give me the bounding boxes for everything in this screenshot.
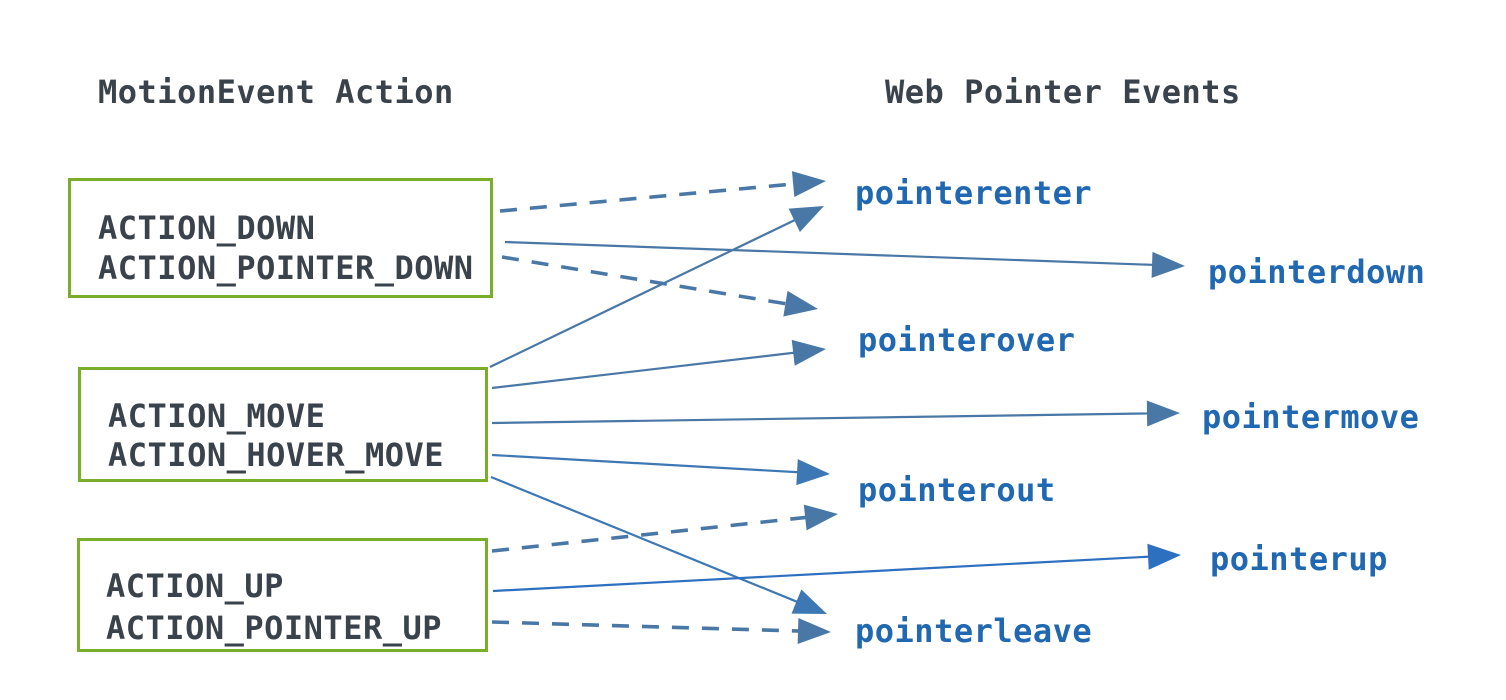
event-label-pointermove: pointermove: [1202, 398, 1420, 436]
action-box-move: ACTION_MOVE ACTION_HOVER_MOVE: [78, 367, 488, 482]
arrowhead-icon-pointerenter: [791, 171, 826, 197]
connector-line-up-pointerup: [492, 555, 1155, 593]
event-label-pointerenter: pointerenter: [855, 174, 1093, 212]
event-label-pointerout: pointerout: [858, 471, 1056, 509]
arrowhead-icon-pointerout: [796, 459, 830, 486]
action-label-action-move: ACTION_MOVE: [108, 397, 326, 435]
event-label-pointerup: pointerup: [1210, 540, 1388, 578]
connector-line-up-pointerout: [491, 515, 812, 553]
arrowhead-icon-pointermove: [1146, 400, 1180, 427]
connector-line-down-pointerdown: [504, 240, 1159, 267]
connector-line-move-pointerleave: [490, 475, 803, 605]
event-label-pointerleave: pointerleave: [855, 612, 1093, 650]
event-label-pointerdown: pointerdown: [1208, 253, 1426, 291]
column-title-web-pointer-events: Web Pointer Events: [885, 73, 1241, 111]
connector-line-move-pointerout: [491, 453, 804, 474]
action-box-down: ACTION_DOWN ACTION_POINTER_DOWN: [68, 178, 493, 298]
connector-line-up-pointerleave: [491, 620, 805, 634]
arrowhead-icon-pointerover: [791, 339, 826, 366]
arrowhead-icon-pointerenter: [788, 206, 824, 233]
column-title-motionevent-action: MotionEvent Action: [98, 73, 454, 111]
arrowhead-icon-pointerover: [783, 290, 818, 317]
connector-line-move-pointerover: [491, 351, 800, 390]
action-label-action-down: ACTION_DOWN: [98, 209, 316, 247]
action-label-action-up: ACTION_UP: [106, 567, 284, 605]
action-label-action-hover-move: ACTION_HOVER_MOVE: [108, 436, 445, 474]
arrowhead-icon-pointerup: [1147, 543, 1181, 570]
event-label-pointerover: pointerover: [858, 321, 1076, 359]
arrowhead-icon-pointerout: [803, 504, 838, 531]
arrowhead-icon-pointerdown: [1151, 251, 1185, 278]
arrowhead-icon-pointerleave: [797, 618, 831, 645]
connector-line-move-pointerenter: [489, 216, 801, 368]
action-label-action-pointer-up: ACTION_POINTER_UP: [106, 609, 443, 647]
connector-line-down-pointerenter: [499, 181, 800, 213]
connector-line-down-pointerover: [501, 255, 792, 307]
action-box-up: ACTION_UP ACTION_POINTER_UP: [77, 538, 488, 652]
action-label-action-pointer-down: ACTION_POINTER_DOWN: [98, 249, 474, 287]
connector-line-move-pointermove: [491, 412, 1154, 425]
arrowhead-icon-pointerleave: [791, 589, 827, 614]
